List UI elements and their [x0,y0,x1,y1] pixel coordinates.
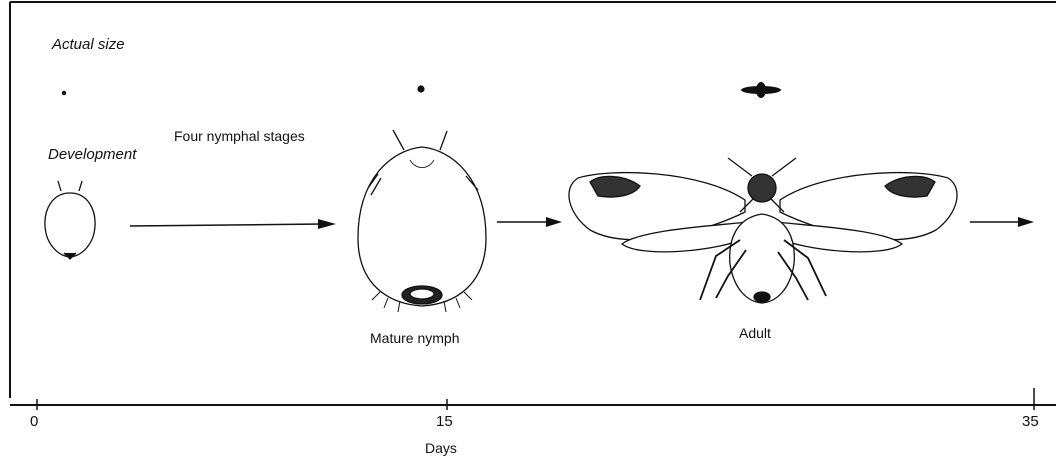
axis-label-0: 0 [30,413,38,430]
adult-label: Adult [739,325,771,341]
arrow-adult-next [970,217,1034,227]
adult-actual-size-icon [741,82,781,98]
mature-nymph-icon [358,130,486,312]
axis-label-35: 35 [1022,413,1039,430]
four-nymphal-stages-label: Four nymphal stages [174,128,305,144]
arrow-egg-to-nymph [130,219,336,229]
arrow-nymph-to-adult [497,217,562,227]
mature-nymph-label: Mature nymph [370,330,459,346]
axis-title: Days [425,440,457,456]
adult-whitefly-icon [569,158,957,303]
actual-size-label: Actual size [52,36,125,53]
egg-actual-size-dot [62,91,66,95]
nymph-actual-size-dot [417,85,424,92]
development-label: Development [48,146,136,163]
egg-icon [45,181,95,259]
axis-label-15: 15 [436,413,453,430]
